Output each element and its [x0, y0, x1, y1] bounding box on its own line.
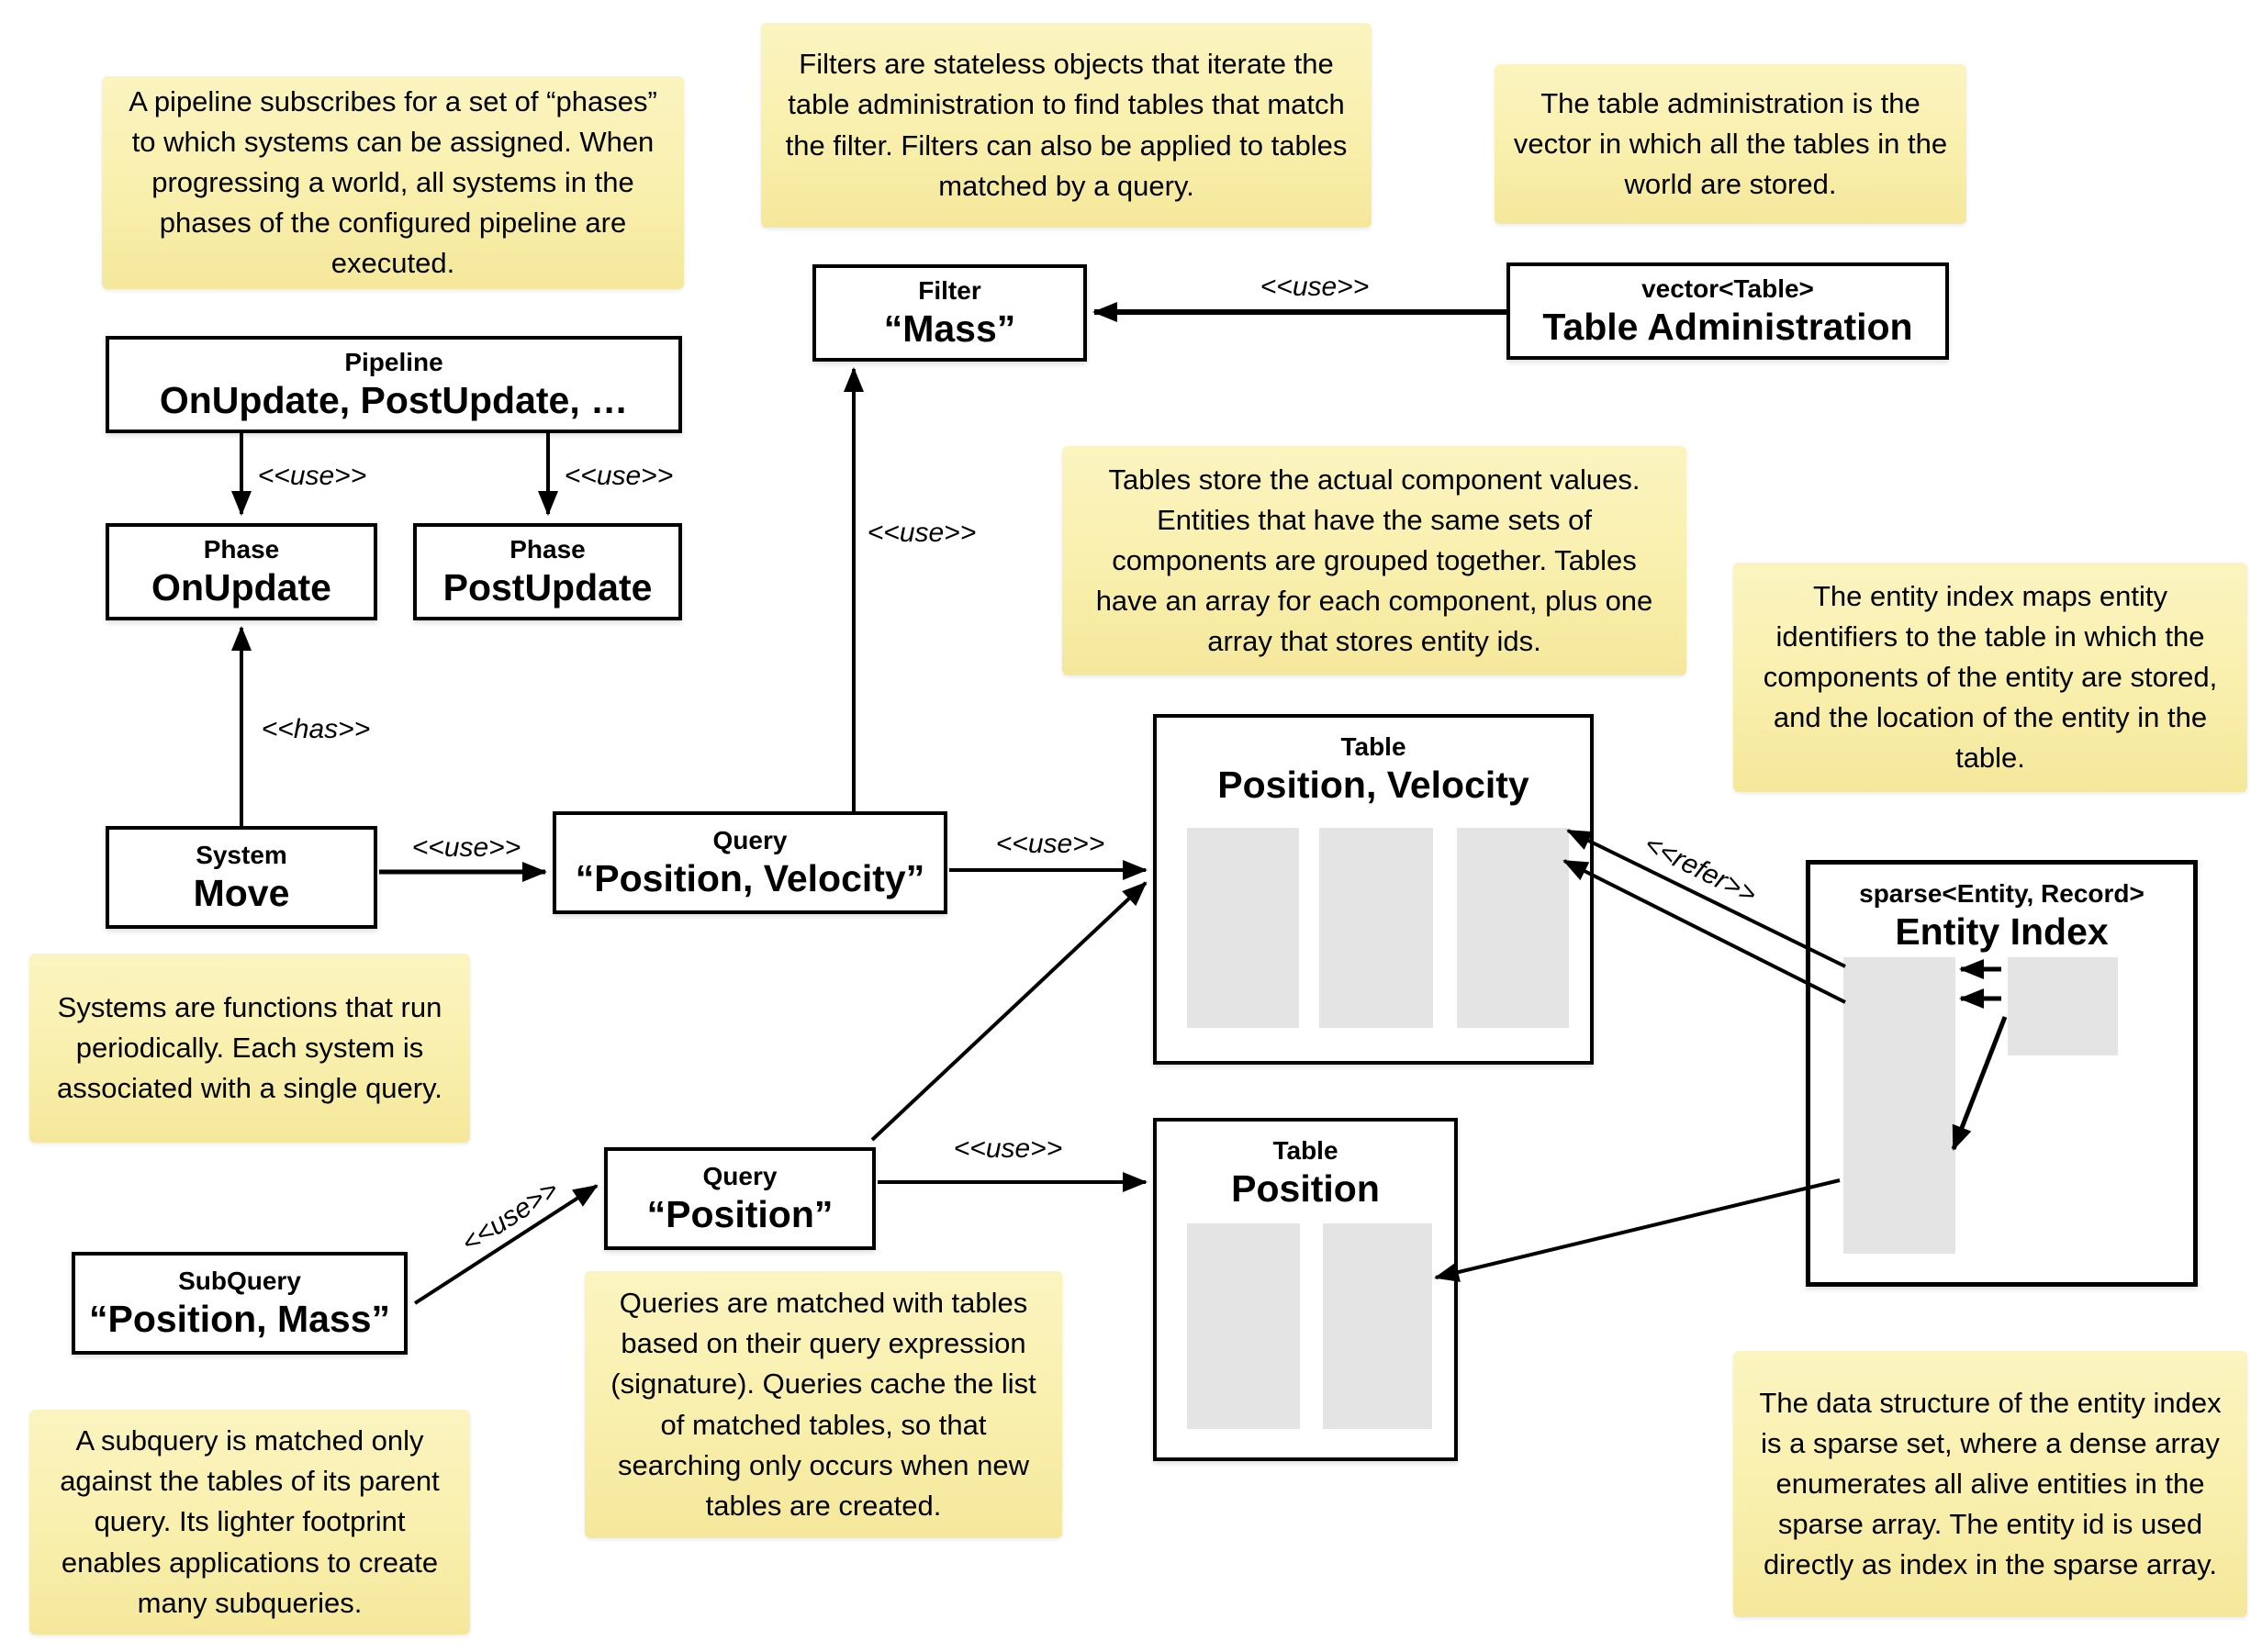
- edge-entity-index-to-table-position: [1434, 1178, 1841, 1282]
- node-system-move-type: System: [196, 840, 287, 869]
- node-subquery-name: “Position, Mass”: [88, 1297, 391, 1340]
- node-pipeline-name: OnUpdate, PostUpdate, …: [159, 378, 629, 421]
- note-pipeline: A pipeline subscribes for a set of “phas…: [102, 76, 684, 289]
- node-system-move-name: Move: [193, 871, 290, 914]
- node-query-position-type: Query: [702, 1161, 778, 1190]
- node-table-position-velocity: Table Position, Velocity: [1153, 714, 1594, 1065]
- node-filter-mass-type: Filter: [918, 275, 981, 305]
- node-table-administration: vector<Table> Table Administration: [1506, 262, 1949, 360]
- edge-label-use-query-tablepv: <<use>>: [995, 829, 1105, 859]
- edge-query-position-to-table-pos-vel: [870, 881, 1148, 1142]
- node-subquery: SubQuery “Position, Mass”: [72, 1252, 408, 1355]
- node-filter-mass-name: “Mass”: [883, 307, 1016, 350]
- node-pipeline: Pipeline OnUpdate, PostUpdate, …: [106, 336, 682, 433]
- node-table-administration-type: vector<Table>: [1641, 273, 1814, 303]
- node-entity-index: sparse<Entity, Record> Entity Index: [1806, 860, 2198, 1287]
- edge-label-refer-entityindex-table: <<refer>>: [1639, 829, 1762, 910]
- node-table-administration-name: Table Administration: [1542, 305, 1913, 348]
- note-queries: Queries are matched with tables based on…: [585, 1271, 1062, 1538]
- node-entity-index-type: sparse<Entity, Record>: [1859, 879, 2144, 908]
- edge-label-use-query-tablepos: <<use>>: [953, 1133, 1063, 1164]
- node-query-position-velocity-type: Query: [712, 825, 788, 854]
- node-table-position-velocity-type: Table: [1340, 732, 1406, 761]
- node-query-position-velocity: Query “Position, Velocity”: [553, 811, 947, 914]
- node-phase-postupdate: Phase PostUpdate: [413, 523, 682, 620]
- note-systems: Systems are functions that run periodica…: [29, 954, 470, 1143]
- node-pipeline-type: Pipeline: [344, 347, 443, 376]
- component-array-1: [1187, 828, 1299, 1028]
- component-array-3: [1457, 828, 1569, 1028]
- component-array-2: [1323, 1223, 1432, 1429]
- note-tables: Tables store the actual component values…: [1062, 446, 1686, 675]
- component-array-2: [1319, 828, 1433, 1028]
- node-phase-onupdate: Phase OnUpdate: [106, 523, 377, 620]
- note-table-administration: The table administration is the vector i…: [1495, 64, 1966, 224]
- edge-label-use-pipeline-postupdate: <<use>>: [564, 461, 674, 491]
- node-table-position: Table Position: [1153, 1118, 1458, 1461]
- node-table-position-velocity-name: Position, Velocity: [1217, 764, 1529, 806]
- note-sparse-set: The data structure of the entity index i…: [1733, 1351, 2247, 1617]
- node-phase-onupdate-name: OnUpdate: [151, 565, 331, 608]
- node-phase-postupdate-name: PostUpdate: [442, 565, 653, 608]
- component-array-1: [1187, 1223, 1300, 1429]
- node-query-position-velocity-name: “Position, Velocity”: [575, 856, 925, 899]
- edge-label-use-system-query: <<use>>: [411, 832, 521, 863]
- dense-array: [2008, 957, 2118, 1055]
- node-query-position-name: “Position”: [646, 1192, 834, 1235]
- note-entity-index: The entity index maps entity identifiers…: [1733, 563, 2247, 792]
- node-subquery-type: SubQuery: [178, 1266, 301, 1295]
- edge-label-has-system-phase: <<has>>: [261, 714, 371, 744]
- node-query-position: Query “Position”: [604, 1147, 876, 1250]
- node-phase-postupdate-type: Phase: [510, 534, 586, 564]
- edge-label-use-query-filter: <<use>>: [867, 518, 977, 548]
- node-entity-index-name: Entity Index: [1895, 910, 2109, 953]
- edge-label-use-pipeline-onupdate: <<use>>: [257, 461, 367, 491]
- sparse-array: [1843, 957, 1955, 1254]
- edge-label-use-subquery-query: <<use>>: [456, 1174, 565, 1259]
- node-filter-mass: Filter “Mass”: [812, 264, 1087, 362]
- note-filters: Filters are stateless objects that itera…: [761, 23, 1372, 228]
- node-system-move: System Move: [106, 826, 377, 929]
- note-subquery: A subquery is matched only against the t…: [29, 1410, 470, 1635]
- edge-label-use-admin-filter: <<use>>: [1260, 272, 1370, 302]
- node-table-position-name: Position: [1231, 1167, 1380, 1210]
- node-phase-onupdate-type: Phase: [203, 534, 280, 564]
- node-table-position-type: Table: [1272, 1136, 1338, 1165]
- edge-entity-index-refer-1: [1566, 829, 1846, 968]
